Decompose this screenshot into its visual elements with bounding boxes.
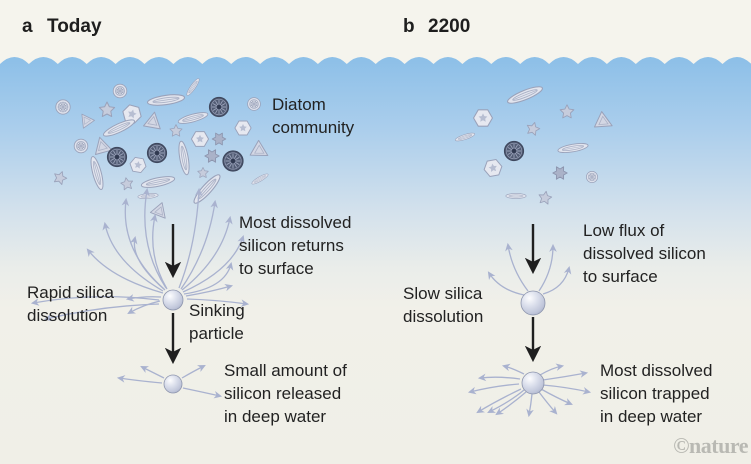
hexagon-diatom-icon: [473, 109, 493, 127]
centric-diatom-icon: [247, 97, 261, 111]
centric-diatom-icon: [55, 99, 71, 115]
label-diatom-community: Diatom community: [272, 95, 355, 137]
label-a-dissolution: Rapid silica dissolution: [27, 283, 114, 325]
nature-watermark: ©nature: [673, 433, 748, 458]
centric-diatom-icon: [586, 171, 598, 183]
dark-centric-diatom-icon: [208, 96, 230, 118]
panel-a-title-text: Today: [47, 16, 102, 37]
hexagon-diatom-icon: [190, 131, 210, 147]
hexagon-diatom-icon: [234, 120, 252, 136]
pennate-diatom-icon: [505, 193, 527, 199]
label-b-dissolution: Slow silica dissolution: [403, 284, 484, 326]
panel-b-deep-trapped-arrows: [467, 363, 592, 418]
label-a-return-flux: Most dissolved silicon returns to surfac…: [239, 213, 352, 278]
dark-centric-diatom-icon: [146, 142, 168, 164]
centric-diatom-icon: [112, 83, 128, 99]
sinking-particle-a: [162, 289, 184, 311]
panel-b-return-flux-arrows: [487, 242, 572, 296]
panel-b-letter: b: [403, 16, 415, 37]
label-b-return-flux: Low flux of dissolved silicon to surface: [583, 221, 706, 286]
dark-centric-diatom-icon: [106, 146, 128, 168]
dark-centric-diatom-icon: [503, 140, 525, 162]
label-b-deep-water: Most dissolved silicon trapped in deep w…: [600, 361, 713, 426]
panel-a-return-flux-arrows: [30, 187, 250, 322]
label-a-sinking-particle: Sinking particle: [189, 301, 245, 343]
deep-particle-b: [521, 371, 545, 395]
sinking-particle-b: [520, 290, 546, 316]
panel-a-deep-release-arrows: [116, 365, 223, 399]
panel-a-letter: a: [22, 16, 33, 37]
centric-diatom-icon: [73, 138, 89, 154]
label-a-deep-water: Small amount of silicon released in deep…: [224, 361, 347, 426]
dark-centric-diatom-icon: [222, 150, 244, 172]
panel-b-title-text: 2200: [428, 16, 471, 37]
deep-particle-a: [163, 374, 183, 394]
